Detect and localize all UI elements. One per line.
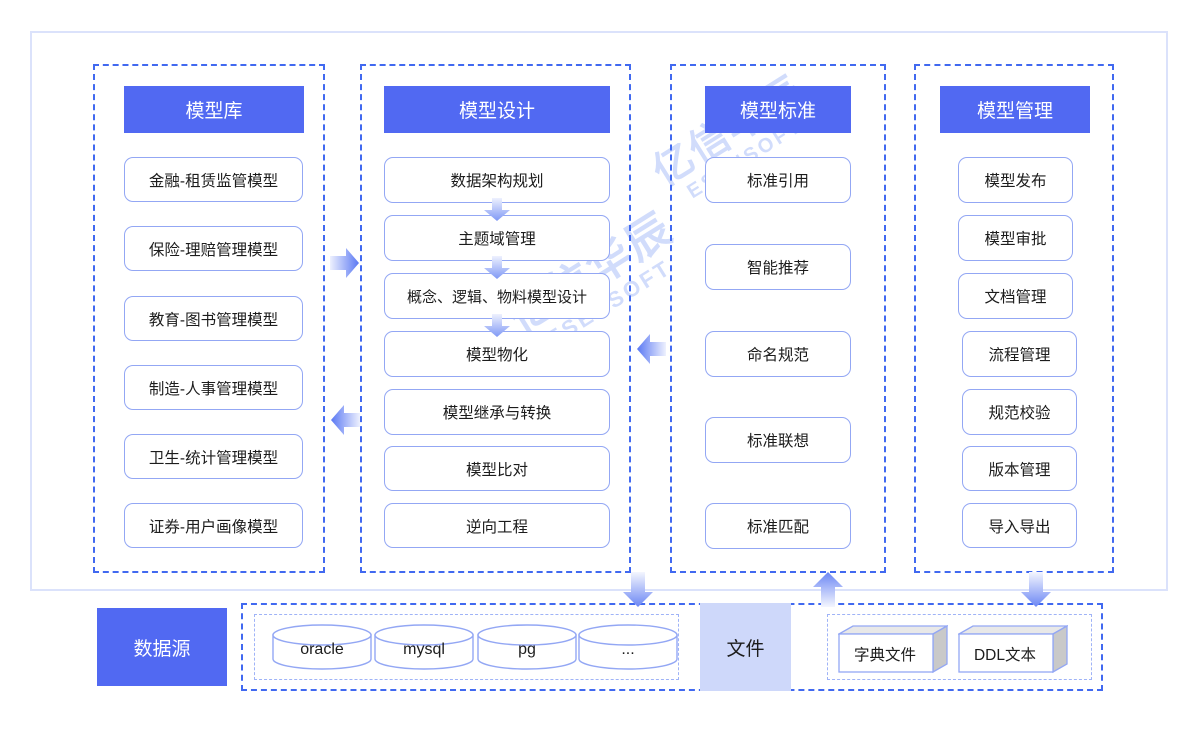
column-header-model-repository: 模型库 [124, 86, 304, 133]
node-repo-4[interactable]: 卫生-统计管理模型 [124, 434, 303, 479]
node-design-4[interactable]: 模型继承与转换 [384, 389, 610, 435]
file-badge: 文件 [700, 603, 791, 691]
column-header-model-standard: 模型标准 [705, 86, 851, 133]
database-label-mysql: mysql [403, 641, 445, 658]
node-design-0[interactable]: 数据架构规划 [384, 157, 610, 203]
node-repo-1[interactable]: 保险-理赔管理模型 [124, 226, 303, 271]
node-repo-2[interactable]: 教育-图书管理模型 [124, 296, 303, 341]
datasource-badge: 数据源 [97, 608, 227, 686]
arrow-down-icon-source-to-management [1020, 572, 1052, 608]
node-design-3[interactable]: 模型物化 [384, 331, 610, 377]
node-standard-2[interactable]: 命名规范 [705, 331, 851, 377]
node-manage-4[interactable]: 规范校验 [962, 389, 1077, 435]
file-label-ddl: DDL文本 [973, 646, 1036, 664]
arrow-down-icon-design-to-source [622, 572, 654, 608]
database-group-container [254, 614, 679, 680]
node-design-5[interactable]: 模型比对 [384, 446, 610, 491]
arrow-right-icon-repo-to-design [330, 247, 360, 279]
arrow-left-icon-design-to-repo [330, 404, 360, 436]
main-panel-border [30, 31, 1168, 591]
node-manage-1[interactable]: 模型审批 [958, 215, 1073, 261]
database-cylinder-pg[interactable]: pg [477, 624, 577, 670]
column-header-model-design: 模型设计 [384, 86, 610, 133]
node-design-6[interactable]: 逆向工程 [384, 503, 610, 548]
database-cylinder-more[interactable]: ... [578, 624, 678, 670]
node-standard-3[interactable]: 标准联想 [705, 417, 851, 463]
column-model-design [360, 64, 631, 573]
database-label-more: ... [621, 641, 635, 658]
node-manage-5[interactable]: 版本管理 [962, 446, 1077, 491]
flow-down-arrow-icon-3 [483, 314, 511, 338]
database-label-pg: pg [518, 641, 536, 658]
database-cylinder-mysql[interactable]: mysql [374, 624, 474, 670]
node-standard-0[interactable]: 标准引用 [705, 157, 851, 203]
database-cylinder-oracle[interactable]: oracle [272, 624, 372, 670]
node-design-1[interactable]: 主题域管理 [384, 215, 610, 261]
node-repo-0[interactable]: 金融-租赁监管模型 [124, 157, 303, 202]
bottom-sources-container [241, 603, 1103, 691]
node-standard-4[interactable]: 标准匹配 [705, 503, 851, 549]
node-repo-5[interactable]: 证券-用户画像模型 [124, 503, 303, 548]
file-cube-dictionary[interactable]: 字典文件 [838, 625, 948, 673]
flow-down-arrow-icon-2 [483, 256, 511, 280]
database-label-oracle: oracle [300, 641, 344, 658]
column-header-model-management: 模型管理 [940, 86, 1090, 133]
node-repo-3[interactable]: 制造-人事管理模型 [124, 365, 303, 410]
flow-down-arrow-icon-1 [483, 198, 511, 222]
column-model-management [914, 64, 1114, 573]
file-group-container [827, 614, 1092, 680]
column-model-standard [670, 64, 886, 573]
arrow-left-icon-standard-to-design [636, 333, 666, 365]
file-cube-ddl[interactable]: DDL文本 [958, 625, 1068, 673]
arrow-up-icon-source-to-standard [812, 572, 844, 608]
file-label-dictionary: 字典文件 [853, 646, 916, 664]
node-standard-1[interactable]: 智能推荐 [705, 244, 851, 290]
node-manage-2[interactable]: 文档管理 [958, 273, 1073, 319]
node-manage-6[interactable]: 导入导出 [962, 503, 1077, 548]
node-manage-3[interactable]: 流程管理 [962, 331, 1077, 377]
node-manage-0[interactable]: 模型发布 [958, 157, 1073, 203]
column-model-repository [93, 64, 325, 573]
